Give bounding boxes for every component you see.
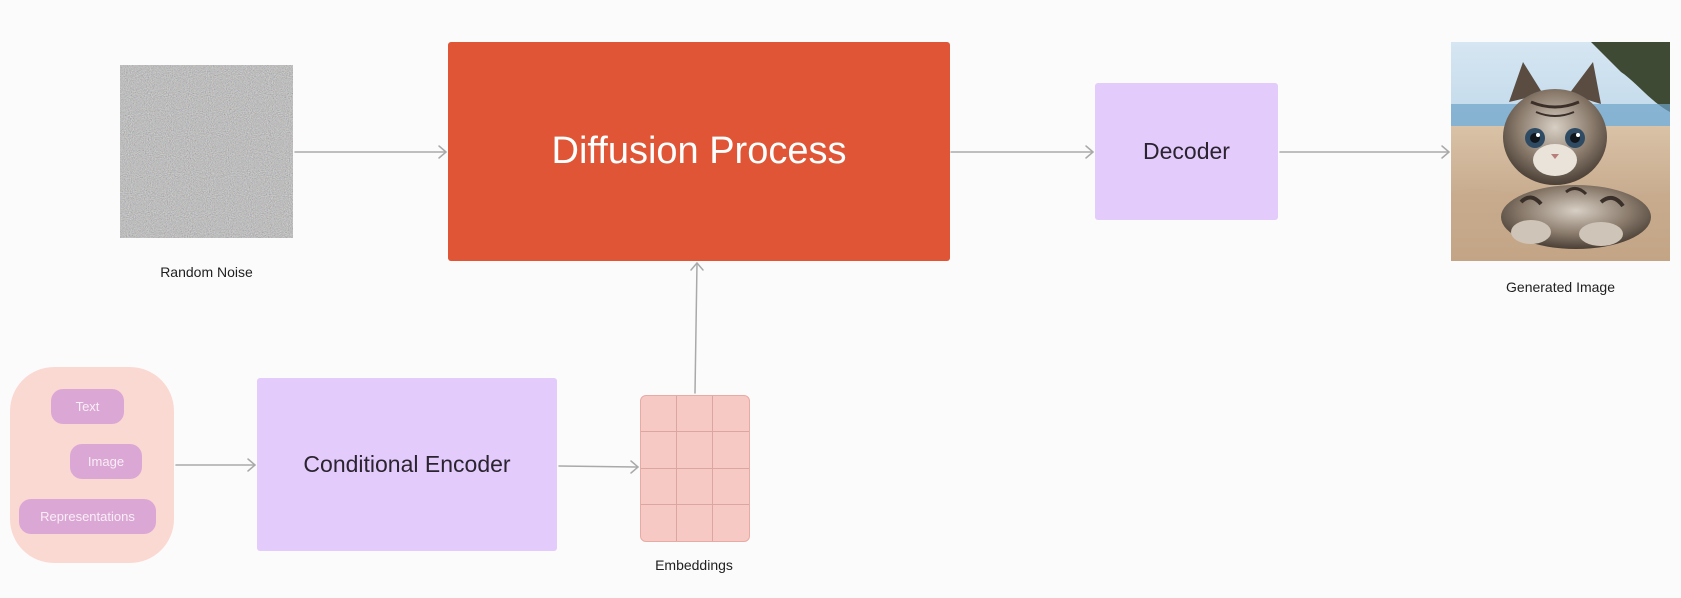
arrow-embeddings-to-diffusion	[690, 262, 704, 394]
embedding-cell	[713, 396, 749, 433]
embedding-cell	[641, 432, 677, 469]
diffusion-process-box: Diffusion Process	[448, 42, 950, 261]
embedding-cell	[641, 504, 677, 541]
embeddings-grid	[640, 395, 750, 542]
arrow-diffusion-to-decoder	[950, 145, 1094, 159]
conditional-encoder-label: Conditional Encoder	[303, 451, 511, 477]
input-pill-image: Image	[70, 444, 142, 479]
embedding-cell	[713, 469, 749, 505]
noise-texture	[120, 65, 293, 238]
embeddings-caption: Embeddings	[655, 557, 733, 573]
random-noise-image	[120, 65, 293, 238]
embedding-cell	[713, 432, 749, 469]
embedding-cell	[677, 504, 713, 541]
input-pill-representations: Representations	[19, 499, 156, 534]
embedding-cell	[677, 432, 713, 469]
diffusion-process-label: Diffusion Process	[551, 130, 847, 172]
random-noise-caption: Random Noise	[160, 264, 253, 280]
generated-image-caption: Generated Image	[1506, 279, 1615, 295]
embedding-cell	[677, 396, 713, 433]
arrow-decoder-to-image	[1279, 145, 1450, 159]
arrow-inputs-to-encoder	[175, 458, 256, 472]
arrow-encoder-to-embeddings	[558, 460, 639, 474]
conditioning-inputs-panel: Text Image Representations	[10, 367, 174, 563]
decoder-label: Decoder	[1143, 138, 1230, 164]
kitten-illustration	[1451, 42, 1670, 261]
embedding-cell	[677, 468, 713, 505]
embedding-cell	[641, 468, 677, 505]
input-pill-text: Text	[51, 389, 124, 424]
decoder-box: Decoder	[1095, 83, 1278, 220]
generated-image-kitten	[1451, 42, 1670, 261]
conditional-encoder-box: Conditional Encoder	[257, 378, 557, 551]
arrow-noise-to-diffusion	[294, 145, 447, 159]
embedding-cell	[641, 396, 677, 433]
